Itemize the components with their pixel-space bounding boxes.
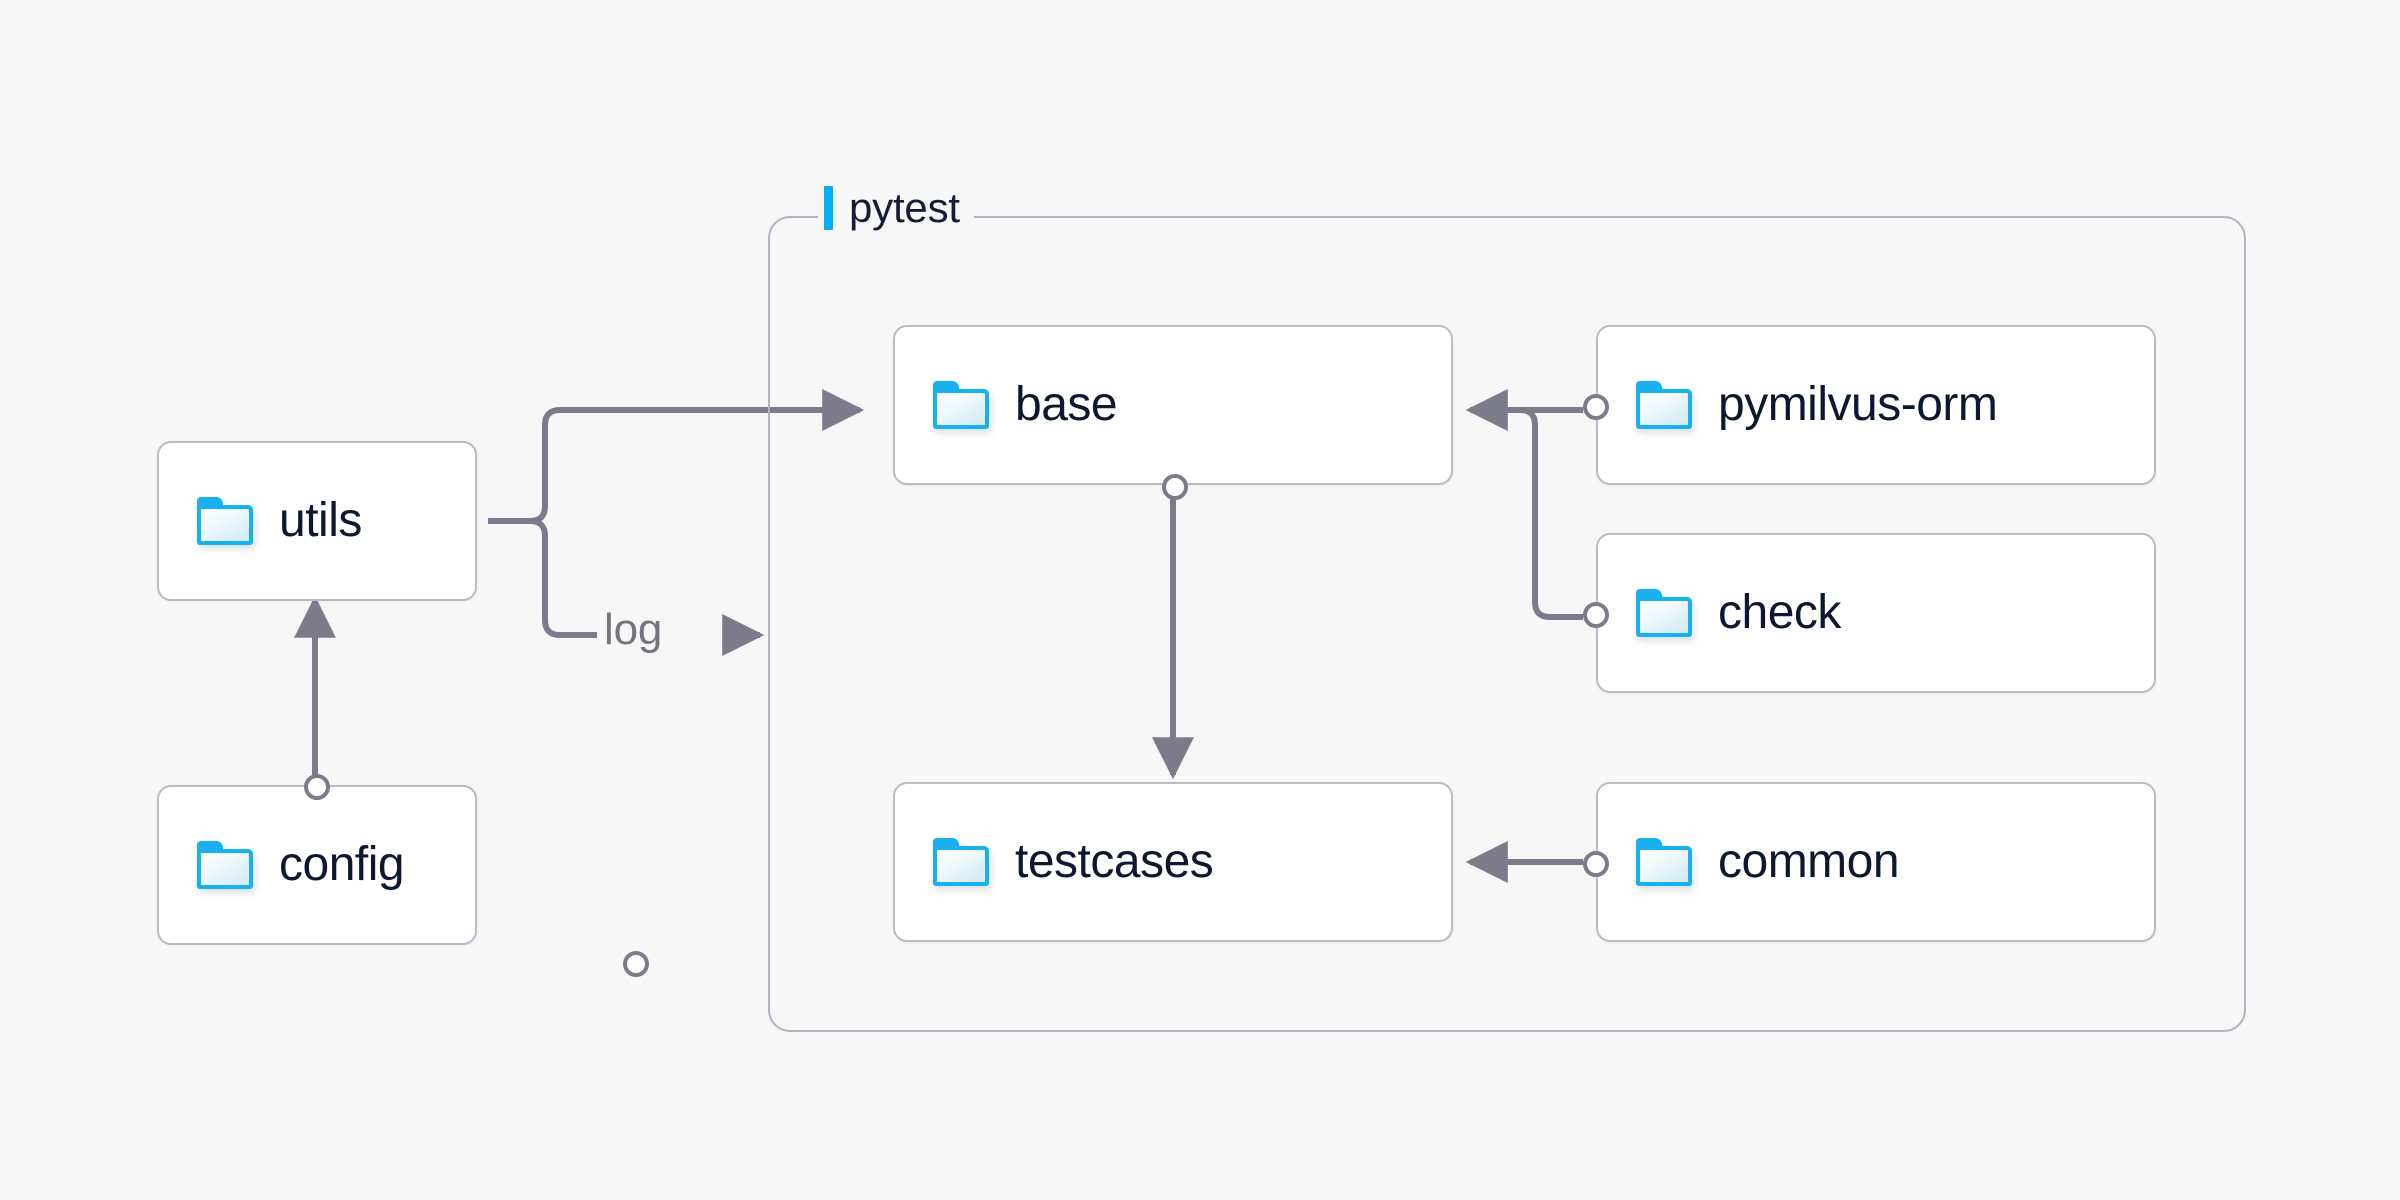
- node-utils[interactable]: utils: [157, 441, 649, 977]
- node-base-label: base: [1015, 378, 1118, 431]
- node-pymilvus-orm-label: pymilvus-orm: [1718, 378, 1998, 431]
- port-utils-right[interactable]: [623, 951, 649, 977]
- edge-label-log: log: [604, 605, 663, 654]
- folder-icon: [197, 497, 253, 545]
- group-pytest-label-text: pytest: [849, 184, 960, 231]
- port-config-top[interactable]: [304, 774, 330, 800]
- folder-icon: [1636, 381, 1692, 429]
- group-pytest: [768, 216, 2246, 1032]
- node-common-label: common: [1718, 835, 1900, 888]
- folder-icon: [933, 838, 989, 886]
- node-pymilvus-orm[interactable]: pymilvus-orm: [1583, 325, 2156, 485]
- folder-icon: [197, 841, 253, 889]
- group-accent-bar: [824, 186, 833, 230]
- node-base[interactable]: base: [893, 325, 1453, 500]
- folder-icon: [1636, 589, 1692, 637]
- folder-icon: [1636, 838, 1692, 886]
- group-pytest-label: pytest: [818, 184, 974, 231]
- node-testcases-label: testcases: [1015, 835, 1214, 888]
- node-common[interactable]: common: [1583, 782, 2156, 942]
- node-testcases[interactable]: testcases: [893, 782, 1453, 942]
- node-config-label: config: [279, 838, 405, 891]
- folder-icon: [933, 381, 989, 429]
- port-check-left[interactable]: [1583, 602, 1609, 628]
- node-config[interactable]: config: [157, 774, 477, 945]
- port-pymilvus-orm-left[interactable]: [1583, 394, 1609, 420]
- port-base-bottom[interactable]: [1162, 474, 1188, 500]
- node-check[interactable]: check: [1583, 533, 2156, 693]
- edge-utils-to-log: [488, 518, 597, 638]
- node-check-label: check: [1718, 586, 1841, 639]
- port-common-left[interactable]: [1583, 851, 1609, 877]
- node-utils-label: utils: [279, 494, 362, 547]
